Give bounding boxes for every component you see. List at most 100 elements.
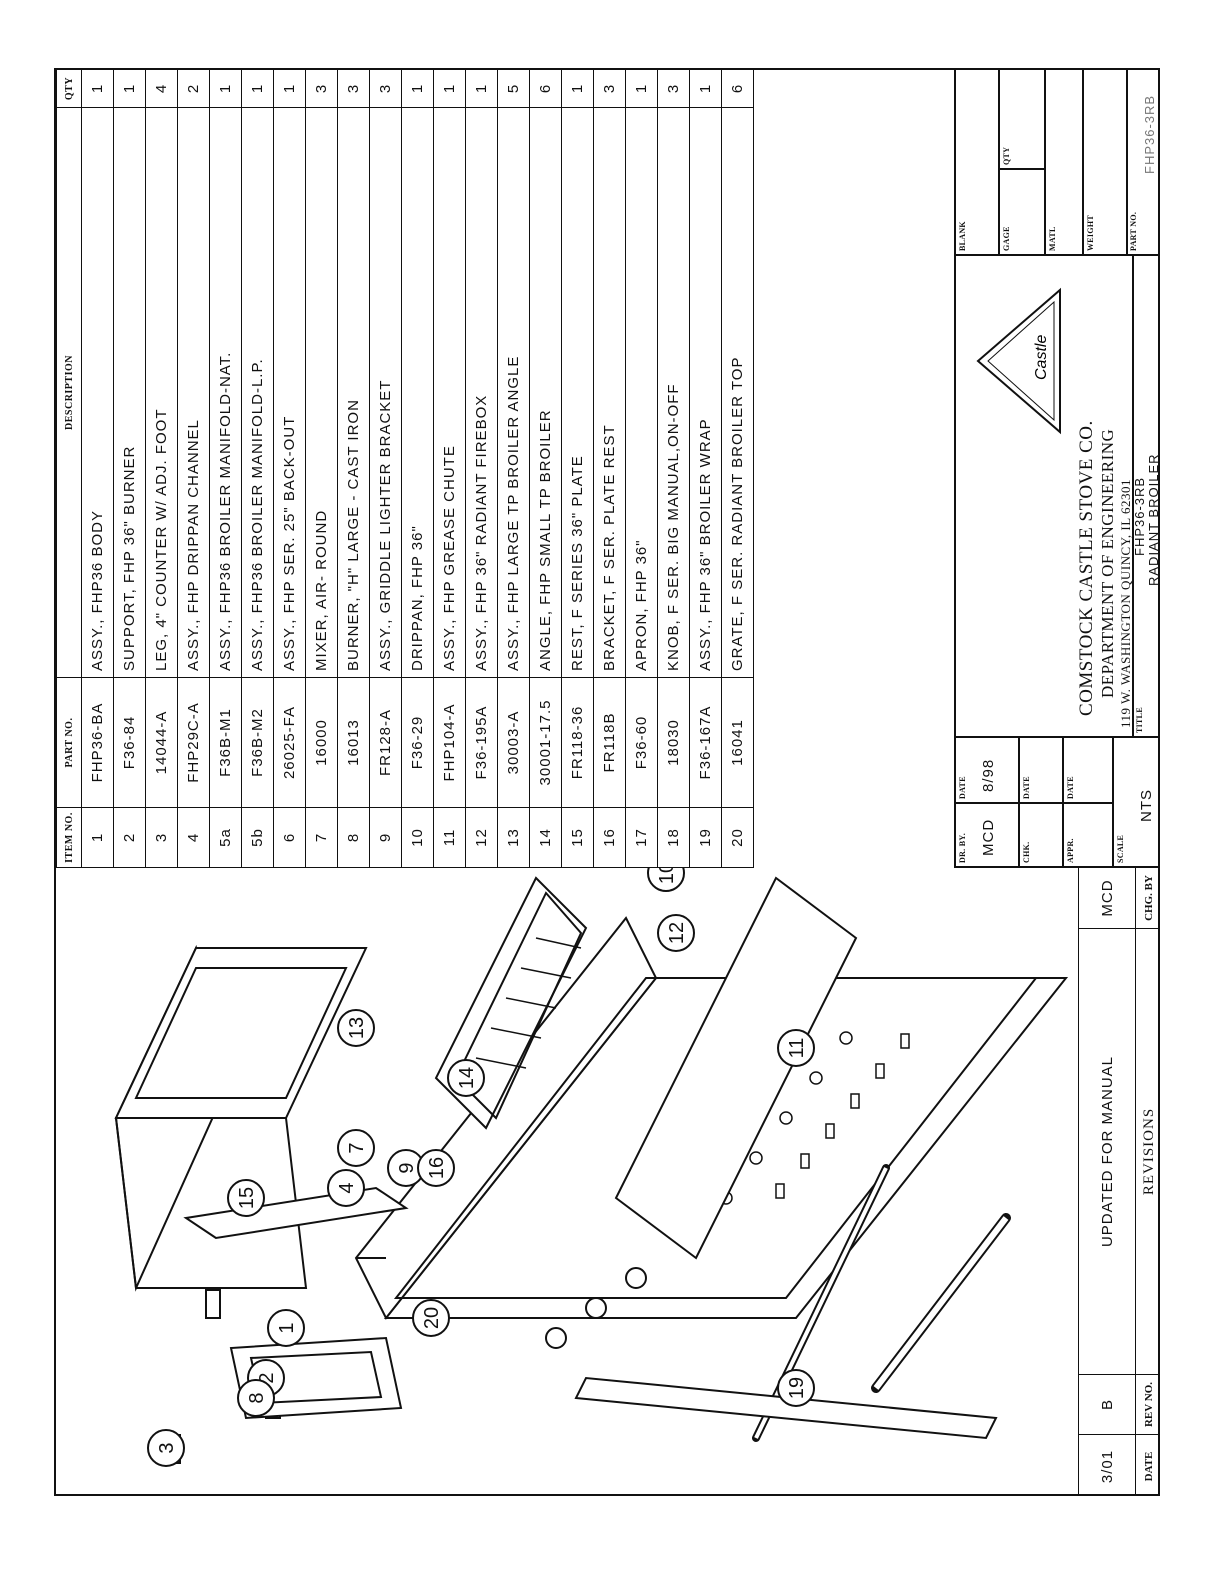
part-no-cell: FHP29C-A xyxy=(177,677,210,808)
description-cell: KNOB, F SER. BIG MANUAL,ON-OFF xyxy=(657,107,690,678)
revision-by: MCD xyxy=(1098,879,1116,917)
callout-16: 16 xyxy=(417,1149,455,1187)
callout-number: 20 xyxy=(421,1307,443,1329)
revisions-block: 3/01 B UPDATED FOR MANUAL MCD DATE REV N… xyxy=(1078,868,1158,1494)
callout-4: 4 xyxy=(327,1169,365,1207)
dr-by-cell: DR. BY. MCD xyxy=(955,803,1019,867)
revision-date: 3/01 xyxy=(1079,1434,1135,1494)
qty-cell: 1 xyxy=(241,70,274,108)
department-name: DEPARTMENT OF ENGINEERING xyxy=(1098,428,1117,698)
callout-number: 11 xyxy=(786,1038,808,1059)
item-no-cell: 4 xyxy=(177,807,210,868)
qty-cell: 3 xyxy=(657,70,690,108)
chk-label: CHK. xyxy=(1022,841,1031,863)
item-no-cell: 16 xyxy=(593,807,626,868)
item-no-cell: 3 xyxy=(145,807,178,868)
callout-11: 11 xyxy=(777,1029,815,1067)
item-no-cell: 1 xyxy=(81,807,114,868)
qty-cell: 2 xyxy=(177,70,210,108)
description-cell: SUPPORT, FHP 36" BURNER xyxy=(113,107,146,678)
appr-label: APPR. xyxy=(1066,838,1075,863)
title-cell: TITLE FHP36-3RB RADIANT BROILER xyxy=(1132,255,1158,737)
qty-cell: QTY xyxy=(999,70,1045,169)
callout-circle xyxy=(327,1169,365,1207)
callout-circle xyxy=(647,868,685,892)
qty-cell: 3 xyxy=(369,70,402,108)
callout-number: 19 xyxy=(786,1377,808,1399)
callout-14: 14 xyxy=(447,1059,485,1097)
part-no-cell: FR118-36 xyxy=(561,677,594,808)
title-block: DR. BY. MCD DATE 8/98 CHK. DATE APPR. DA… xyxy=(954,70,1158,868)
qty-label: QTY xyxy=(1002,146,1011,165)
item-no-cell: 5b xyxy=(241,807,274,868)
part-no-cell: 30003-A xyxy=(497,677,530,808)
description-cell: ASSY., FHP 36" RADIANT FIREBOX xyxy=(465,107,498,678)
chk-date-label: DATE xyxy=(1022,776,1031,799)
part-no-cell: 26025-FA xyxy=(273,677,306,808)
scale-cell: SCALE NTS xyxy=(1113,737,1158,867)
item-no-cell: 19 xyxy=(689,807,722,868)
qty-cell: 1 xyxy=(273,70,306,108)
callout-20: 20 xyxy=(412,1299,450,1337)
date-label: DATE xyxy=(958,776,967,799)
title-line-1: FHP36-3RB xyxy=(1132,476,1147,556)
revision-date-label: DATE xyxy=(1135,1434,1158,1494)
qty-cell: 3 xyxy=(593,70,626,108)
description-cell: LEG, 4" COUNTER W/ ADJ. FOOT xyxy=(145,107,178,678)
dr-by-value: MCD xyxy=(980,818,997,856)
item-no-cell: 15 xyxy=(561,807,594,868)
revision-description: UPDATED FOR MANUAL xyxy=(1079,928,1135,1374)
callout-number: 14 xyxy=(456,1067,478,1089)
gage-label: GAGE xyxy=(1002,226,1011,251)
part-no-cell: 18030 xyxy=(657,677,690,808)
qty-cell: 1 xyxy=(625,70,658,108)
company-name: COMSTOCK CASTLE STOVE CO. xyxy=(1076,420,1097,716)
description-cell: ANGLE, FHP SMALL TP BROILER xyxy=(529,107,562,678)
parts-table-header: ITEM NO. PART NO. DESCRIPTION QTY xyxy=(56,70,82,868)
weight-label: WEIGHT xyxy=(1086,214,1095,251)
revision-no-label: REV NO. xyxy=(1135,1374,1158,1434)
callout-15: 15 xyxy=(227,1179,265,1217)
callout-circle xyxy=(267,1309,305,1347)
callout-number: 8 xyxy=(246,1392,268,1403)
description-cell: ASSY., FHP36 BROILER MANIFOLD-NAT. xyxy=(209,107,242,678)
callout-circle xyxy=(337,1009,375,1047)
matl-label: MATL xyxy=(1048,226,1057,251)
header-qty: QTY xyxy=(56,70,82,108)
callout-circle xyxy=(237,1379,275,1417)
qty-cell: 1 xyxy=(465,70,498,108)
description-cell: GRATE, F SER. RADIANT BROILER TOP xyxy=(721,107,754,678)
qty-cell: 3 xyxy=(337,70,370,108)
chk-cell: CHK. xyxy=(1019,803,1063,867)
description-cell: ASSY., FHP LARGE TP BROILER ANGLE xyxy=(497,107,530,678)
callout-number: 10 xyxy=(656,868,678,884)
part-no-cell: F36-167A xyxy=(689,677,722,808)
callout-circle xyxy=(447,1059,485,1097)
date-value: 8/98 xyxy=(980,758,997,792)
description-cell: MIXER, AIR- ROUND xyxy=(305,107,338,678)
scale-value: NTS xyxy=(1138,789,1155,822)
part-no-cell: 16013 xyxy=(337,677,370,808)
callout-circle xyxy=(412,1299,450,1337)
qty-cell: 1 xyxy=(401,70,434,108)
blank-cell: BLANK xyxy=(955,70,999,255)
item-no-cell: 13 xyxy=(497,807,530,868)
castle-logo: Castle xyxy=(976,287,1061,435)
callout-circle xyxy=(417,1149,455,1187)
exploded-view: 1234567891011121314151617181920 xyxy=(114,868,1069,1467)
item-no-cell: 10 xyxy=(401,807,434,868)
part-no-label: PART NO. xyxy=(1129,211,1138,251)
